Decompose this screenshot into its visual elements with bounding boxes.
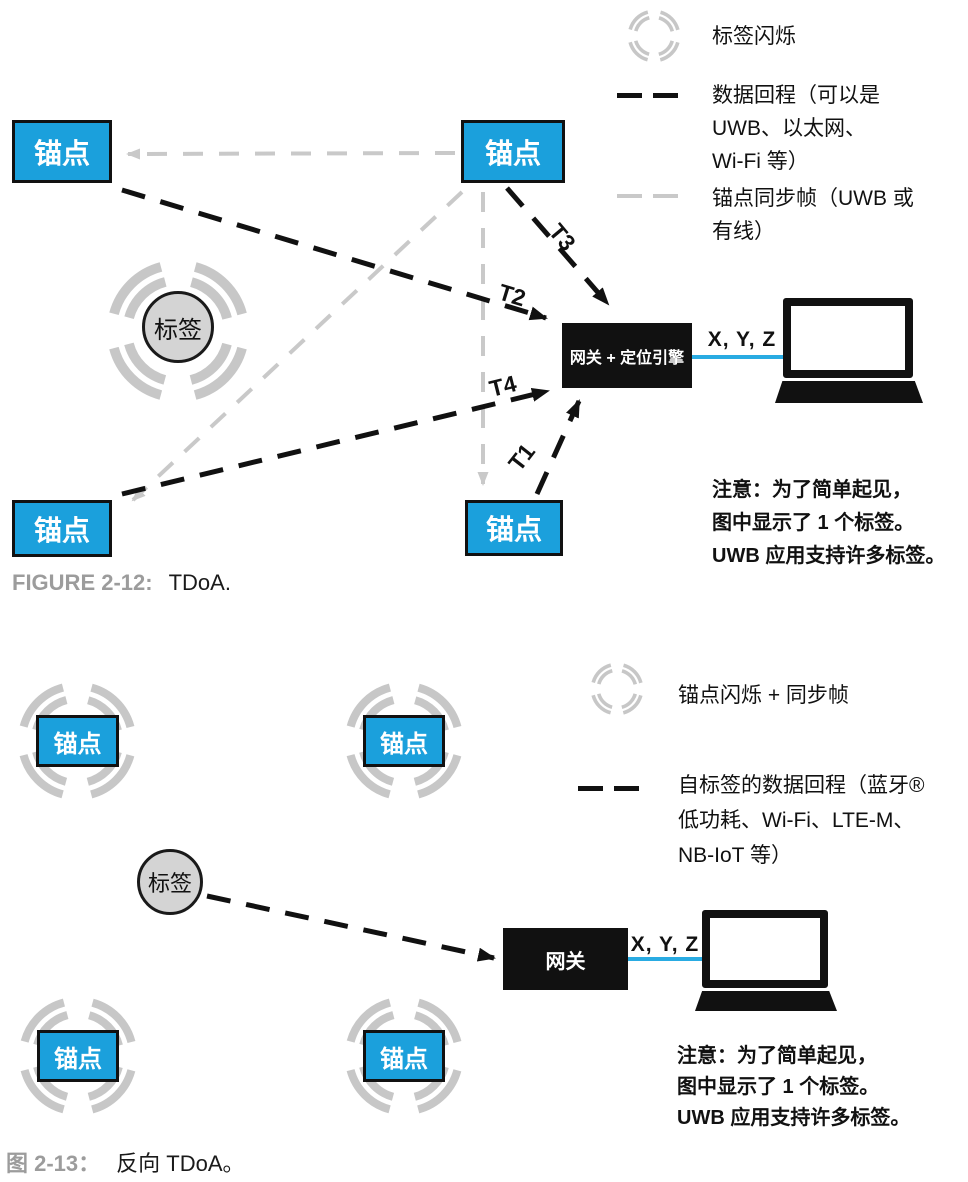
anchor-top-right: 锚点: [461, 120, 565, 183]
legend-anchor-blink-label: 锚点闪烁 + 同步帧: [678, 684, 849, 707]
anchor2-top-right: 锚点: [363, 715, 445, 767]
legend-line: 低功耗、Wi-Fi、LTE-M、: [678, 809, 915, 832]
legend-line: 有线）: [712, 220, 775, 243]
gateway-engine-label: 网关 + 定位引擎: [569, 349, 685, 367]
tag-label: 标签: [154, 316, 202, 344]
anchor-label: 锚点: [33, 137, 90, 169]
anchor-label: 锚点: [53, 730, 102, 758]
laptop-screen: [702, 910, 828, 988]
backhaul-arrow-t4: [121, 387, 550, 497]
backhaul-arrow-t1: [534, 399, 582, 496]
gateway-laptop-link: [628, 957, 702, 961]
legend-tag-backhaul-label: 自标签的数据回程（蓝牙® 低功耗、Wi-Fi、LTE-M、 NB-IoT 等）: [678, 768, 924, 873]
note-line: 图中显示了 1 个标签。: [712, 512, 915, 534]
legend-tag-blink-label: 标签闪烁: [712, 25, 796, 48]
anchor2-top-left: 锚点: [36, 715, 119, 767]
sync-arrow-top: [126, 148, 456, 160]
tag-backhaul-arrow: [206, 893, 496, 962]
gateway-box: 网关: [503, 928, 628, 990]
laptop-screen: [783, 298, 913, 378]
caption-figure2-title: 反向 TDoA。: [116, 1151, 245, 1176]
anchor-label: 锚点: [484, 137, 541, 169]
gateway-engine-box: 网关 + 定位引擎: [562, 323, 692, 388]
note-line: UWB 应用支持许多标签。: [677, 1107, 911, 1129]
legend-blink-arcs-icon: [588, 660, 646, 718]
backhaul-arrow-t3: [505, 186, 610, 306]
anchor-label: 锚点: [380, 1045, 428, 1073]
anchor-bottom-center: 锚点: [465, 500, 563, 556]
gateway-laptop-link: [692, 355, 783, 359]
tag-node: 标签: [142, 291, 214, 363]
note-figure1: 注意：为了简单起见， 图中显示了 1 个标签。 UWB 应用支持许多标签。: [712, 474, 945, 573]
caption-figure2: 图 2-13： 反向 TDoA。: [6, 1146, 245, 1178]
legend-line: 数据回程（可以是: [712, 84, 880, 107]
anchor-label: 锚点: [485, 514, 542, 545]
legend-gray-dash-icon: [617, 194, 678, 198]
legend-line: 锚点同步帧（UWB 或: [712, 187, 914, 210]
anchor-label: 锚点: [380, 730, 428, 758]
anchor-label: 锚点: [54, 1045, 102, 1073]
legend-black-dash-icon: [578, 786, 639, 791]
tag-node: 标签: [137, 849, 203, 915]
anchor-label: 锚点: [33, 514, 90, 546]
caption-figure1-title: TDoA.: [168, 570, 231, 595]
anchor2-bottom-right: 锚点: [363, 1030, 445, 1082]
note-line: UWB 应用支持许多标签。: [712, 545, 946, 567]
legend-line: UWB、以太网、: [712, 117, 866, 140]
xyz-output-label: X, Y, Z: [707, 328, 777, 351]
anchor-top-left: 锚点: [12, 120, 112, 183]
legend-line: 自标签的数据回程（蓝牙®: [678, 774, 925, 797]
caption-figure1: FIGURE 2-12: TDoA.: [12, 570, 231, 596]
note-line: 图中显示了 1 个标签。: [677, 1076, 880, 1098]
anchor2-bottom-left: 锚点: [37, 1030, 119, 1082]
laptop-base: [775, 381, 923, 403]
caption-figure2-number: 图 2-13：: [6, 1151, 101, 1176]
laptop-base: [695, 991, 837, 1011]
gateway-label: 网关: [545, 950, 586, 973]
xyz-output-label: X, Y, Z: [630, 933, 700, 956]
note-figure2: 注意：为了简单起见， 图中显示了 1 个标签。 UWB 应用支持许多标签。: [677, 1041, 910, 1134]
legend-black-dash-icon: [617, 93, 678, 98]
tag-label: 标签: [147, 871, 192, 896]
legend-sync-label: 锚点同步帧（UWB 或 有线）: [712, 182, 914, 248]
note-line: 注意：为了简单起见，: [712, 479, 912, 501]
anchor-bottom-left: 锚点: [12, 500, 112, 557]
note-line: 注意：为了简单起见，: [677, 1045, 877, 1067]
legend-line: Wi-Fi 等）: [712, 150, 809, 173]
legend-line: NB-IoT 等）: [678, 844, 792, 867]
backhaul-arrow-t2: [121, 187, 548, 321]
sync-arrow-diagonal: [131, 190, 464, 502]
legend-backhaul-label: 数据回程（可以是 UWB、以太网、 Wi-Fi 等）: [712, 79, 880, 178]
legend-blink-arcs-icon: [625, 7, 683, 65]
caption-figure1-number: FIGURE 2-12:: [12, 570, 153, 595]
